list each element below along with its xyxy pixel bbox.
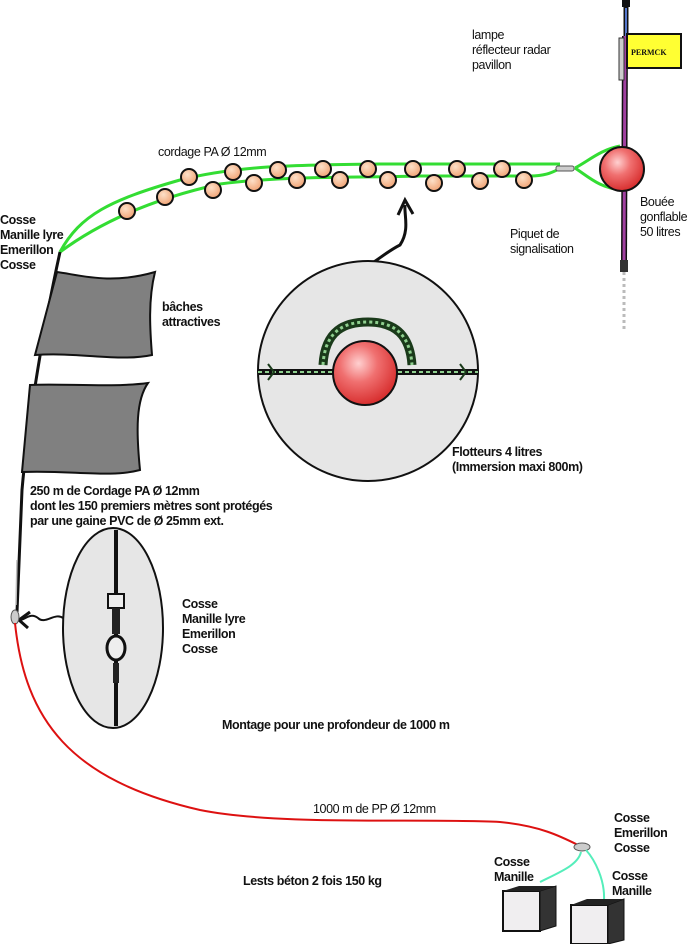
float-icon [288,171,306,189]
weights-label: Lests béton 2 fois 150 kg [243,874,382,888]
buoy-label: Bouée gonflable 50 litres [640,195,688,239]
right-weight-connector-label: Cosse Manille [612,869,652,898]
concrete-weight [570,898,625,944]
pp-rope-label: 1000 m de PP Ø 12mm [313,802,436,816]
float-icon [471,172,489,190]
flag-icon [626,33,682,69]
floats [118,160,533,220]
weight-ropes [539,849,606,901]
float-icon [359,160,377,178]
swivel-connector-icon [555,165,575,172]
connector-detail-view [16,527,164,729]
attractive-tarps [20,270,157,475]
float-icon [269,161,287,179]
float-icon [404,160,422,178]
main-rope-label: 250 m de Cordage PA Ø 12mm dont les 150 … [30,484,273,528]
float-icon [224,163,242,181]
concrete-weight [502,885,557,932]
radar-reflector-icon [618,37,625,81]
left-weight-connector-label: Cosse Manille [494,855,534,884]
connector-detail-arrow [19,614,64,622]
float-icon [331,171,349,189]
upper-connector-label: Cosse Manille lyre Emerillon Cosse [0,213,64,272]
floats-label: Flotteurs 4 litres (Immersion maxi 800m) [452,445,583,474]
float-detail-view [257,260,479,482]
float-rope-label: cordage PA Ø 12mm [158,145,267,159]
float-icon [118,202,136,220]
middle-connector-label: Cosse Manille lyre Emerillon Cosse [182,597,246,656]
shackle-connector-icon [10,609,20,625]
float-icon [156,188,174,206]
float-icon [448,160,466,178]
float-icon [245,174,263,192]
flag-text: PERMCK [631,48,667,57]
float-icon [314,160,332,178]
float-icon [515,171,533,189]
inflatable-buoy-icon [599,146,645,192]
float-closeup-icon [332,340,398,406]
signal-post-label: Piquet de signalisation [510,227,574,256]
float-icon [204,181,222,199]
float-icon [425,174,443,192]
bottom-connector-label: Cosse Emerillon Cosse [614,811,668,855]
signal-pole: PERMCK [618,0,682,332]
tarp-icon [33,270,157,359]
top-equipment-label: lampe réflecteur radar pavillon [472,28,551,72]
pp-rope [14,622,579,846]
float-icon [180,168,198,186]
tarp-icon [20,381,151,475]
lamp-icon [622,0,630,7]
tarps-label: bâches attractives [162,300,221,329]
float-icon [493,160,511,178]
bottom-swivel-icon [573,842,591,852]
diagram-title: Montage pour une profondeur de 1000 m [222,718,450,732]
float-icon [379,171,397,189]
